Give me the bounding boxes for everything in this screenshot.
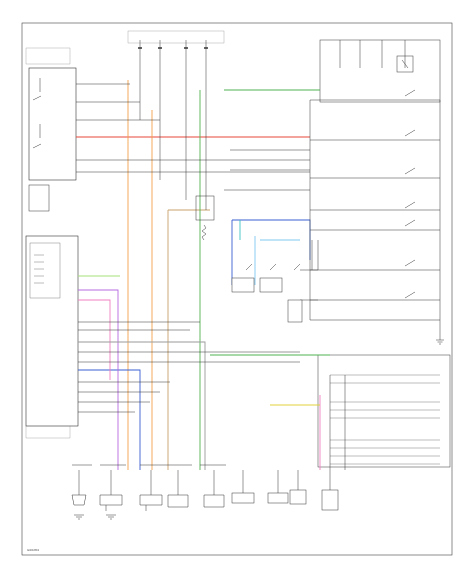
bottom-drop-lines xyxy=(72,464,331,495)
switch-icon xyxy=(245,240,319,271)
actuator-icon xyxy=(71,489,339,511)
wire-violet xyxy=(78,289,119,470)
resistor-icon xyxy=(201,224,207,241)
wire-blue-3 xyxy=(78,369,141,470)
black-wires xyxy=(76,56,346,470)
wire-gray xyxy=(78,341,206,470)
fuse-block-top xyxy=(127,30,225,56)
diagram-frame xyxy=(21,22,453,556)
figure-ref: G00284 xyxy=(27,548,39,552)
hvac-control-module xyxy=(25,235,79,439)
left-upper-module xyxy=(25,47,77,212)
ground-icon xyxy=(74,514,116,520)
relay-block-top-right xyxy=(319,39,441,103)
wire-harness xyxy=(76,80,330,470)
right-connector-block xyxy=(317,354,451,468)
connector-icon xyxy=(195,195,303,323)
wire-light-blue xyxy=(254,236,300,285)
fuse-icon xyxy=(138,40,208,56)
wire-pink-1 xyxy=(78,299,111,380)
wire-tan xyxy=(167,209,210,470)
right-switch-column xyxy=(310,89,444,345)
ground-icon xyxy=(436,339,444,345)
